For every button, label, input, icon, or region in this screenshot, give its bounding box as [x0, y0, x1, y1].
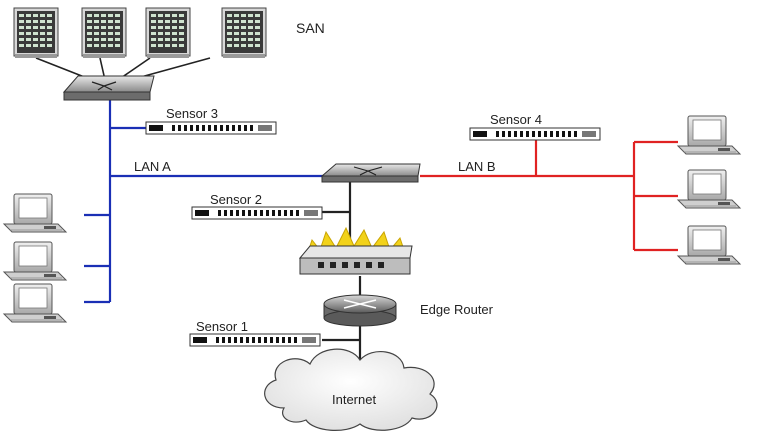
- firewall-icon: [298, 226, 413, 275]
- sensor-4-label: Sensor 4: [490, 112, 543, 127]
- sensor-1-label: Sensor 1: [196, 319, 249, 334]
- lan-switch-icon: [320, 163, 421, 183]
- backbone-links: [322, 180, 362, 372]
- lan-a-label: LAN A: [134, 159, 171, 174]
- lan-a-links: [84, 98, 326, 304]
- sensor-2-icon: [191, 206, 323, 220]
- sensor-3-label: Sensor 3: [166, 106, 219, 121]
- sensor-4-icon: [469, 127, 601, 141]
- edge-router-label: Edge Router: [420, 302, 493, 317]
- computer-lan-a-3-icon: [3, 283, 67, 323]
- sensor-3-icon: [145, 121, 277, 135]
- computer-lan-a-2-icon: [3, 241, 67, 281]
- lan-b-label: LAN B: [458, 159, 496, 174]
- san-switch-icon: [62, 75, 155, 101]
- computer-lan-b-2-icon: [677, 169, 741, 209]
- lan-b-links: [420, 138, 678, 252]
- computer-lan-a-1-icon: [3, 193, 67, 233]
- storage-array-icon: [13, 7, 267, 59]
- computer-lan-b-3-icon: [677, 225, 741, 265]
- router-icon: [323, 294, 397, 327]
- cloud-icon: [264, 348, 438, 431]
- sensor-2-label: Sensor 2: [210, 192, 263, 207]
- internet-label: Internet: [332, 392, 377, 407]
- san-label: SAN: [296, 20, 325, 36]
- sensor-1-icon: [189, 333, 321, 347]
- computer-lan-b-1-icon: [677, 115, 741, 155]
